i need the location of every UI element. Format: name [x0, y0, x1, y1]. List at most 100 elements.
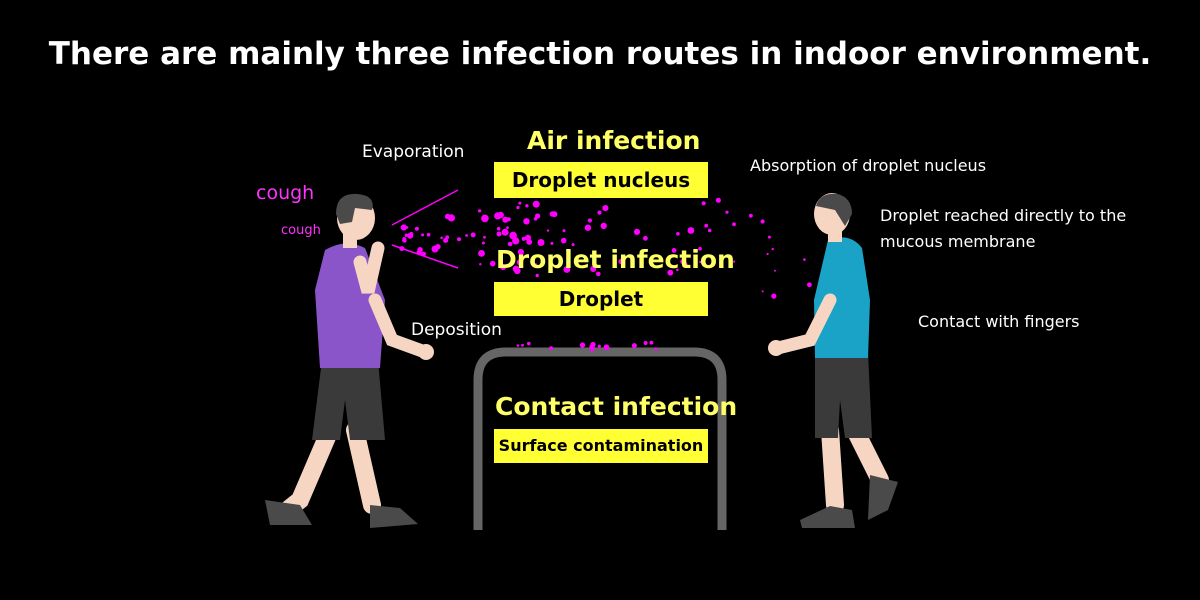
droplet-dot	[409, 231, 414, 237]
droplet-dot	[807, 282, 812, 288]
droplet-dot	[489, 260, 496, 267]
droplet-dot	[426, 232, 431, 237]
droplet-dot	[402, 237, 407, 241]
droplet-reached-line1: Droplet reached directly to the	[880, 206, 1127, 225]
surface-contamination-box: Surface contamination	[494, 429, 708, 463]
droplet-box: Droplet	[494, 282, 708, 316]
right-person-hair	[816, 193, 852, 226]
left-person-front-shoe	[370, 505, 418, 528]
droplet-dot	[682, 261, 688, 267]
droplet-dot	[549, 346, 554, 351]
droplet-dot	[649, 340, 654, 345]
droplet-dot	[600, 222, 607, 230]
droplet-dot	[590, 341, 596, 348]
droplet-dot	[676, 232, 680, 236]
droplet-dot	[470, 232, 476, 238]
droplet-dot	[509, 231, 517, 240]
droplet-dot	[715, 197, 721, 203]
droplet-dot	[562, 229, 566, 233]
cough-label-large: cough	[256, 182, 315, 204]
droplet-dot	[465, 234, 468, 237]
droplet-dot	[414, 226, 419, 231]
droplet-dot	[516, 344, 520, 347]
right-person-arm	[771, 293, 837, 355]
droplet-reached-line2: mucous membrane	[880, 232, 1036, 251]
droplet-dot	[725, 210, 729, 214]
droplet-dot	[525, 204, 529, 208]
deposition-label: Deposition	[411, 320, 502, 340]
droplet-dot	[771, 293, 777, 299]
droplet-dot	[478, 250, 485, 257]
droplet-dot	[760, 219, 765, 224]
droplet-dot	[587, 218, 593, 223]
table-surface	[473, 347, 727, 530]
droplet-dot	[444, 213, 451, 220]
left-person-hair	[336, 193, 373, 224]
droplet-dot	[633, 228, 641, 235]
droplet-dot	[494, 212, 502, 220]
droplet-dot	[560, 237, 567, 244]
left-person-back-leg	[276, 421, 339, 521]
droplet-dot	[518, 201, 522, 205]
right-person-front-shoe	[800, 506, 855, 528]
droplet-dot	[500, 263, 507, 271]
droplet-dot	[537, 239, 545, 246]
droplet-dot	[596, 271, 601, 277]
evaporation-label: Evaporation	[362, 142, 465, 162]
droplet-dot	[590, 349, 594, 353]
right-person-back-leg	[846, 421, 889, 489]
droplet-dot	[631, 343, 637, 349]
right-person	[768, 193, 898, 528]
page-title: There are mainly three infection routes …	[48, 36, 1152, 72]
droplet-dot	[421, 251, 426, 257]
left-person-back-arm	[368, 293, 432, 359]
droplet-dot	[654, 347, 658, 351]
droplet-dot	[445, 235, 450, 240]
absorption-label: Absorption of droplet nucleus	[750, 156, 987, 175]
droplet-dot	[506, 226, 509, 230]
droplet-dot	[687, 227, 695, 234]
droplet-dot	[400, 224, 407, 231]
droplet-dot	[771, 247, 774, 251]
droplet-dot	[563, 266, 571, 273]
droplet-dot	[618, 258, 625, 265]
contact-infection-heading: Contact infection	[495, 392, 738, 421]
droplet-dot	[416, 249, 422, 255]
droplet-dot	[571, 243, 575, 247]
droplet-dot	[507, 241, 513, 247]
droplet-dot	[701, 201, 706, 206]
droplet-dot	[404, 233, 408, 237]
droplet-dot	[457, 237, 461, 242]
right-person-back-shoe	[868, 475, 898, 520]
droplet-dot	[535, 273, 539, 278]
droplet-dot	[699, 260, 702, 264]
droplet-dot	[440, 236, 443, 240]
droplet-dot	[749, 213, 753, 218]
droplet-dot	[521, 236, 526, 241]
droplet-dot	[602, 205, 609, 212]
droplet-dot	[533, 217, 538, 221]
droplet-dot	[532, 200, 540, 208]
droplet-dot	[698, 246, 702, 251]
droplet-dot	[732, 222, 736, 227]
left-person-back-shoe	[265, 500, 312, 525]
droplet-dot	[667, 269, 674, 276]
droplet-dot	[435, 244, 441, 250]
droplet-dot	[643, 235, 648, 241]
left-person-raised-arm	[353, 241, 385, 294]
droplet-dot	[704, 223, 709, 228]
droplet-dot	[496, 231, 502, 237]
droplet-dot	[603, 344, 610, 351]
contact-fingers-label: Contact with fingers	[918, 312, 1080, 331]
droplet-dot	[481, 241, 485, 245]
droplet-dot	[643, 341, 648, 345]
droplet-dot	[550, 241, 554, 245]
droplet-dot	[546, 229, 550, 232]
spray-line-upper	[391, 189, 459, 226]
droplet-dot	[579, 342, 586, 348]
right-person-hand	[768, 340, 784, 356]
droplet-dot	[767, 235, 771, 239]
droplet-dot	[597, 210, 602, 215]
droplet-dot	[399, 246, 405, 252]
